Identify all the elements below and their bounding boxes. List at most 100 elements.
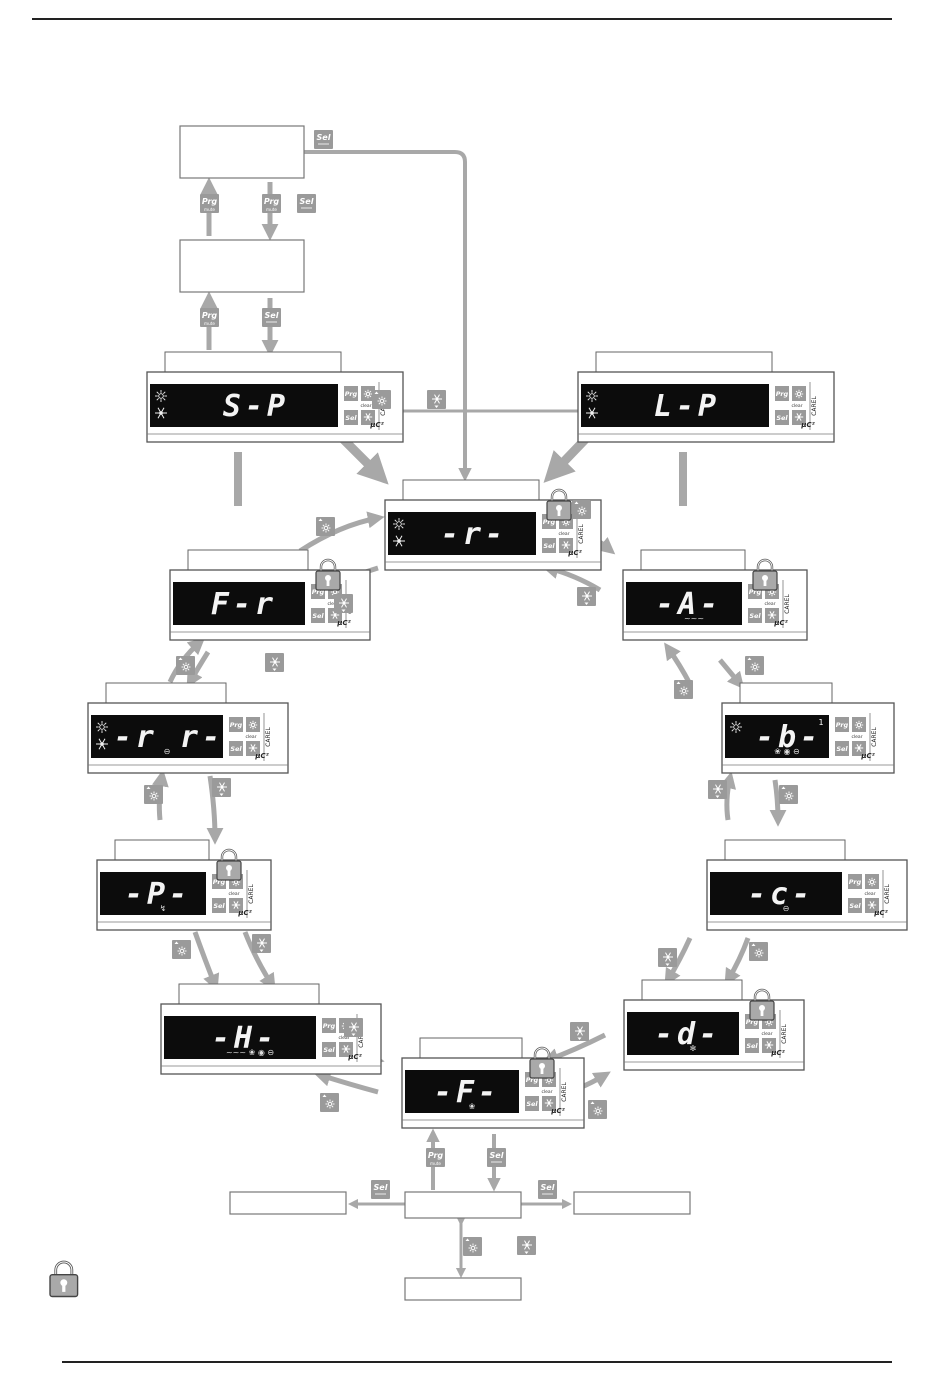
key-up-icon <box>745 656 764 675</box>
connector-arrow <box>724 937 751 986</box>
model-text: µC² <box>770 1049 785 1057</box>
snowflake-icon <box>575 1026 585 1036</box>
key-clear-text: clear <box>558 531 569 537</box>
snowflake-icon <box>854 744 864 752</box>
lcd-text: -A- <box>656 587 722 622</box>
snowflake-icon <box>341 1045 351 1053</box>
key-down-icon <box>427 390 446 409</box>
key-label-text: Sel <box>374 1183 388 1192</box>
connector-arrow <box>186 650 211 688</box>
lcd-screen <box>581 384 769 427</box>
padlock-icon <box>752 558 778 591</box>
up-mark <box>322 1094 327 1097</box>
snowflake-icon <box>522 1240 532 1250</box>
snowflake-icon <box>257 938 267 948</box>
snowflake-icon <box>96 738 108 750</box>
down-mark <box>272 668 277 671</box>
connector-arrow <box>313 1069 379 1095</box>
display-label-tab <box>114 839 210 861</box>
key-prg-text: Prg <box>836 721 849 729</box>
lcd-screen <box>173 582 305 625</box>
key-down-icon <box>334 594 353 613</box>
key-clear-text: clear <box>764 601 775 607</box>
lcd-text: -P- <box>125 877 191 912</box>
key-clear-text: clear <box>338 1035 349 1041</box>
key-prg-text: Prg <box>230 721 243 729</box>
key-sel-icon: Sel <box>538 1180 557 1199</box>
key-prg-text: Prg <box>749 588 762 596</box>
display-label-tab <box>739 682 833 704</box>
key-sel-text: Sel <box>312 612 324 620</box>
model-text: µC² <box>567 549 582 557</box>
down-mark <box>219 793 224 796</box>
snowflake-icon <box>561 541 571 549</box>
sun-icon <box>730 721 742 733</box>
lcd-screen <box>91 715 223 758</box>
model-text: µC² <box>773 619 788 627</box>
key-face <box>262 194 281 213</box>
sun-icon <box>177 946 187 956</box>
key-sel-icon: Sel <box>487 1148 506 1167</box>
key-prg <box>848 874 862 889</box>
key-up-icon <box>779 785 798 804</box>
down-mark <box>584 602 589 605</box>
key-up-icon <box>320 1093 339 1112</box>
key-sel <box>775 410 789 425</box>
key-down-icon <box>252 934 271 953</box>
lcd-screen <box>100 872 206 915</box>
snowflake-icon <box>349 1022 359 1032</box>
key-prg <box>775 386 789 401</box>
brand-text: CAREL <box>578 524 585 544</box>
key-sub-text: mute <box>430 1161 441 1166</box>
key-sel-icon: Sel <box>297 194 316 213</box>
padlock-icon <box>529 1046 555 1079</box>
display-label-tab <box>402 479 540 501</box>
connector-arrow <box>242 931 276 991</box>
lcd-text: -F- <box>434 1075 500 1110</box>
key-clear-text: clear <box>761 1031 772 1037</box>
up-mark <box>781 786 786 789</box>
key-down-icon <box>212 778 231 797</box>
display-label-tab <box>178 983 320 1005</box>
down-mark <box>259 949 264 952</box>
sun-icon <box>325 1099 335 1109</box>
key-sel-text: Sel <box>849 902 861 910</box>
display-label-tab <box>419 1037 523 1059</box>
key-sel <box>848 898 862 913</box>
key-down-icon <box>708 780 727 799</box>
snowflake-icon <box>794 413 804 421</box>
down-mark <box>341 609 346 612</box>
key-sel-text: Sel <box>213 902 225 910</box>
key-sub-text: mute <box>204 321 215 326</box>
key-sel-text: Sel <box>746 1042 758 1050</box>
key-label-text: Prg <box>428 1151 444 1160</box>
lcd-status-icons-text: ❀ ◉ ⊖ <box>774 747 799 756</box>
key-up-icon <box>372 390 391 409</box>
sun-icon <box>181 662 191 672</box>
up-mark <box>574 501 579 504</box>
snowflake-icon <box>363 413 373 421</box>
brand-text: CAREL <box>358 1028 365 1048</box>
key-prg-text: Prg <box>776 390 789 398</box>
lcd-text: -r- <box>441 517 507 552</box>
lcd-screen <box>710 872 842 915</box>
key-prg-text: Prg <box>213 878 226 886</box>
down-mark <box>434 405 439 408</box>
key-sub-text: mute <box>204 207 215 212</box>
lcd-superscript-text: 1 <box>818 718 823 727</box>
key-up <box>361 386 375 401</box>
connector-arrow <box>206 775 224 845</box>
key-down-icon <box>265 653 284 672</box>
display-layer: S-PPrgSelclearCARELµC²L-PPrgSelclearCARE… <box>87 351 908 1129</box>
connector-arrow <box>541 562 602 593</box>
connector-arrow <box>718 658 745 690</box>
sun-icon <box>854 720 864 730</box>
lcd-text: L-P <box>654 389 720 424</box>
menu-box-middle <box>179 239 305 293</box>
model-text: µC² <box>347 1053 362 1061</box>
